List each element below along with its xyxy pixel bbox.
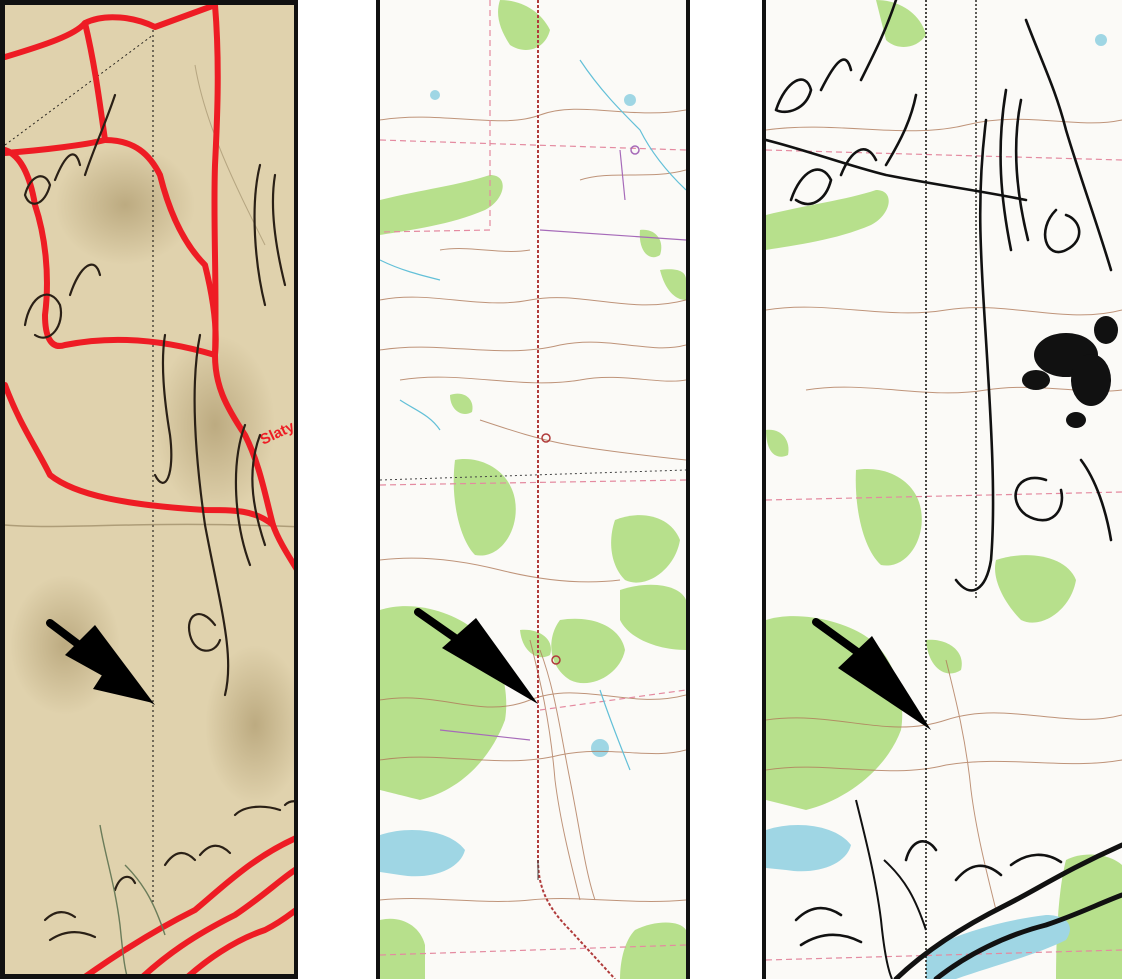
red-boundary-lines xyxy=(5,5,294,974)
streams xyxy=(380,59,686,771)
survey-line-diagonal xyxy=(5,34,154,146)
handwritten-script xyxy=(23,93,294,942)
map-crease xyxy=(5,523,294,528)
parchment-stain xyxy=(155,335,275,515)
stream-lines xyxy=(99,824,166,974)
historic-map-panel: Slaty xyxy=(0,0,298,979)
location-arrow-1 xyxy=(46,619,155,705)
water-bodies xyxy=(380,90,636,877)
overlay-background xyxy=(766,0,1122,979)
survey-line-black xyxy=(380,469,686,481)
overlay-script xyxy=(766,0,1113,947)
roads xyxy=(380,0,686,956)
overlay-map-svg xyxy=(766,0,1122,979)
boundary-lines xyxy=(439,149,686,741)
contour-lines xyxy=(380,108,686,902)
topographic-map-panel xyxy=(376,0,690,979)
overlay-river xyxy=(893,842,1122,979)
overlay-map-panel xyxy=(762,0,1122,979)
location-arrow-2 xyxy=(414,608,538,704)
parchment-stain xyxy=(55,145,195,265)
overlay-contours xyxy=(766,118,1122,911)
location-arrow-3 xyxy=(812,618,931,730)
historic-map-svg: Slaty xyxy=(5,5,294,974)
ink-blot xyxy=(1022,316,1118,428)
map-symbols xyxy=(541,145,640,665)
topographic-map-svg xyxy=(380,0,686,979)
topo-background xyxy=(380,0,686,979)
overlay-stream xyxy=(855,799,927,979)
parchment-stain xyxy=(10,575,120,715)
